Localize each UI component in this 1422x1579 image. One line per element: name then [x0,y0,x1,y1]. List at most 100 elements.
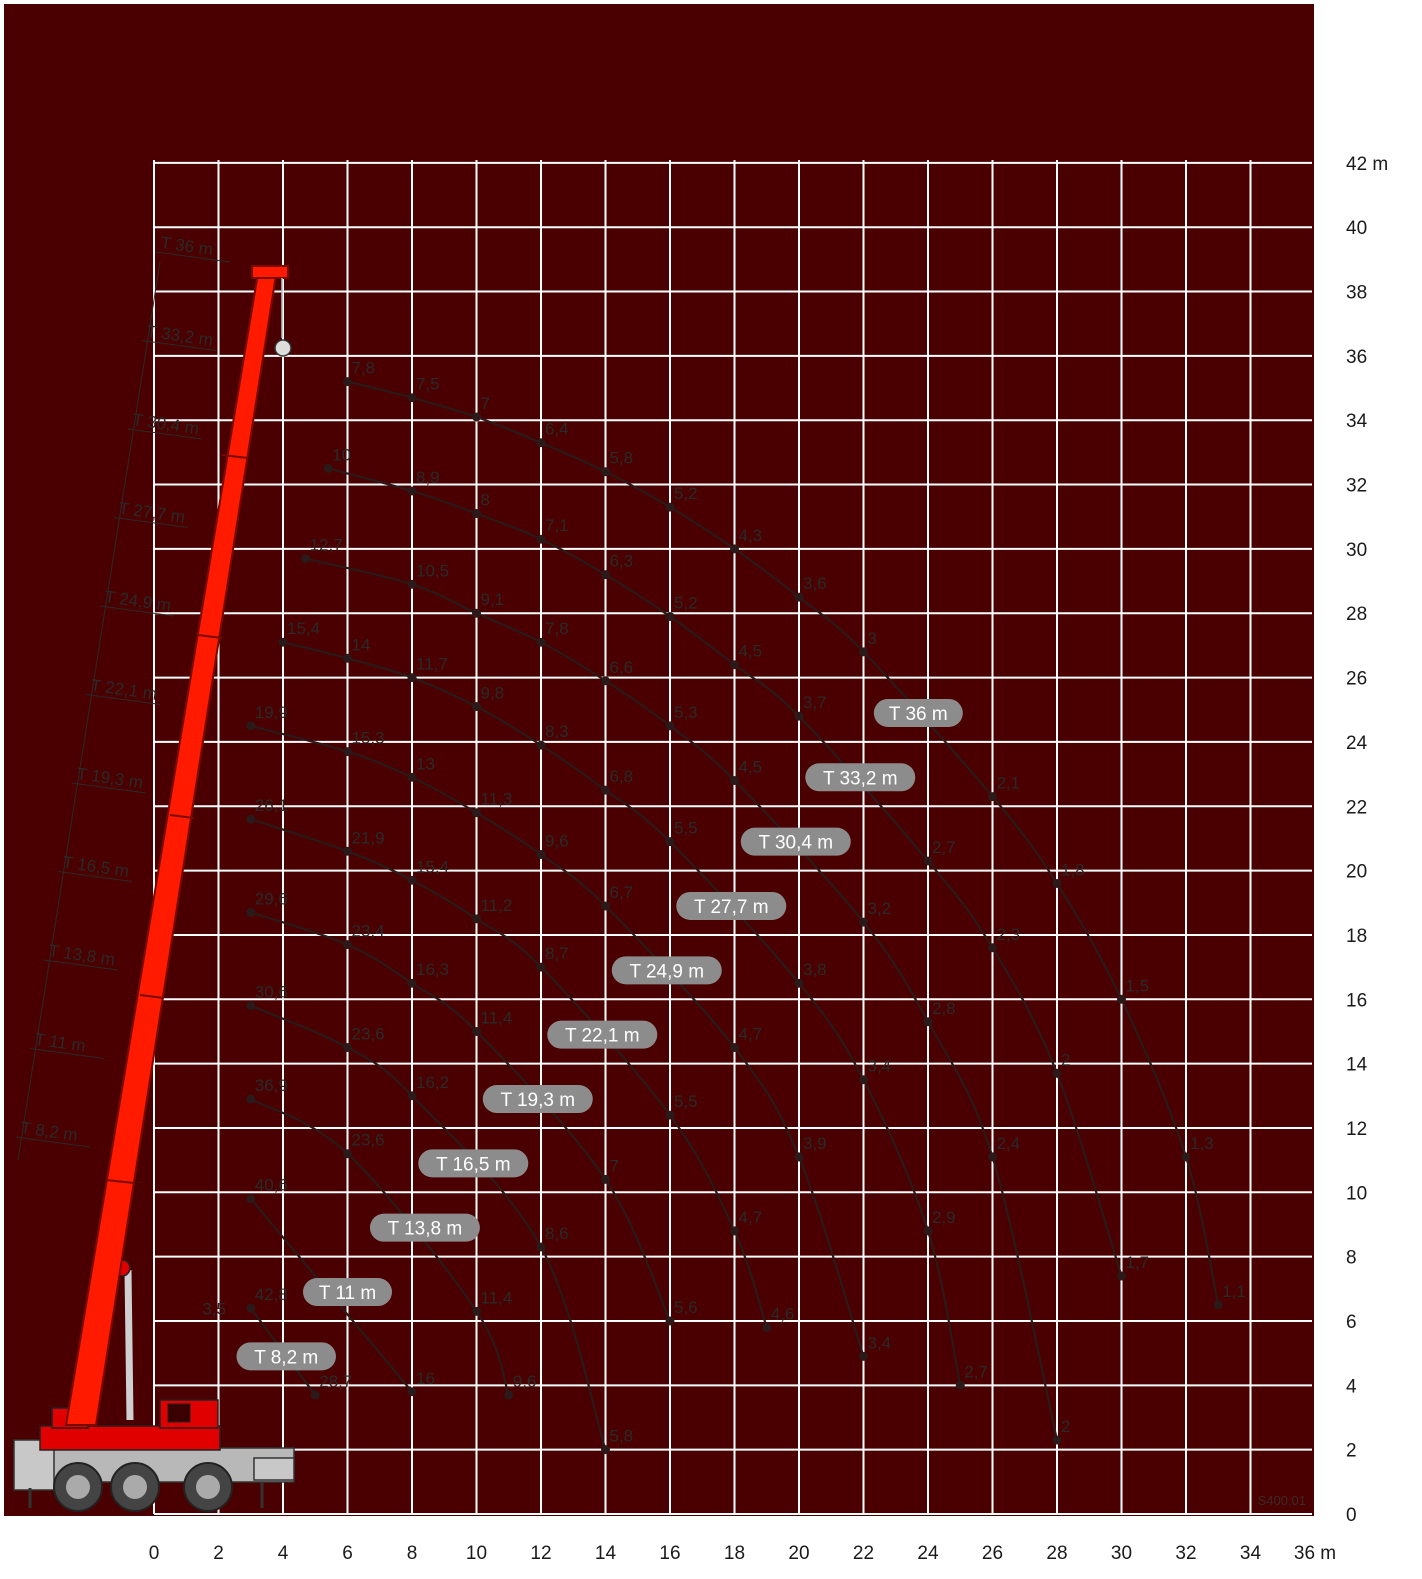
x-tick-label: 32 [1175,1543,1196,1564]
load-point [472,412,481,422]
x-tick-label: 6 [342,1543,353,1564]
series-label-text: T 16,5 m [436,1154,511,1175]
load-value-label: 3,2 [868,899,892,918]
load-value-label: 16,3 [416,960,449,979]
load-value-label: 2,9 [932,1208,956,1227]
load-value-label: 4,7 [739,1208,763,1227]
load-value-label: 15,4 [416,857,449,876]
load-value-label: 5,2 [674,593,698,612]
load-value-label: 9,8 [481,684,505,703]
y-tick-label: 18 [1346,926,1367,947]
load-value-label: 21,9 [352,828,385,847]
drawing-code: S400.01 [1258,1493,1306,1508]
load-point [407,978,417,988]
load-value-label: 3,4 [868,1333,892,1352]
load-value-label: 40,6 [255,1176,288,1195]
load-value-label: 3 [868,629,877,648]
series-label: T 13,8 m [369,1213,480,1242]
load-value-label: 9,1 [481,590,505,609]
load-point [536,637,546,647]
x-tick-label: 4 [278,1543,289,1564]
load-value-label: 16 [416,1369,435,1388]
load-point [665,1316,675,1326]
curve-line [250,911,672,1322]
x-tick-label: 26 [982,1543,1003,1564]
boom-head [251,265,289,279]
series-label-text: T 11 m [319,1283,376,1304]
load-value-label: 4,3 [739,526,763,545]
load-point [665,611,675,621]
load-point [246,907,256,917]
x-tick-label: 20 [788,1543,809,1564]
series-labels: T 36 mT 33,2 mT 30,4 mT 27,7 mT 24,9 mT … [236,698,963,1371]
x-tick-label: 30 [1111,1543,1132,1564]
load-value-label: 8,6 [545,1224,569,1243]
load-value-label: 7 [610,1156,619,1175]
series-label: T 8,2 m [236,1342,336,1371]
load-value-label: 4,5 [739,642,763,661]
chart-background [4,4,1314,1516]
load-point [407,1091,417,1101]
load-value-label: 2 [1061,1417,1070,1436]
load-point [407,673,417,683]
load-point [504,1390,514,1400]
load-value-label: 12,7 [310,536,343,555]
y-tick-label: 4 [1346,1376,1357,1397]
load-value-label: 6,7 [610,883,634,902]
load-value-label: 8,7 [545,944,569,963]
series-label-text: T 27,7 m [694,897,769,918]
load-value-label: 26,1 [255,796,288,815]
load-value-label: 4,7 [739,1025,763,1044]
series-label: T 30,4 m [740,827,851,856]
load-point [601,1174,610,1184]
load-value-label: 7,5 [416,375,440,394]
x-tick-label: 12 [530,1543,551,1564]
load-point [1117,1271,1126,1281]
load-value-label: 11,4 [481,1288,513,1307]
load-value-label: 23,4 [352,922,385,941]
load-value-label: 15,4 [287,619,320,638]
load-value-label: 11,7 [416,655,448,674]
series-label-text: T 30,4 m [758,833,833,854]
load-value-label: 8,9 [416,468,440,487]
load-point [730,544,739,554]
load-point [988,943,997,953]
y-tick-label: 2 [1346,1441,1357,1462]
x-tick-label: 2 [213,1543,224,1564]
series-label-text: T 36 m [889,704,948,725]
load-point [794,1152,804,1162]
load-value-label: 16,2 [416,1073,449,1092]
load-point [536,740,546,750]
load-point [1052,1435,1062,1445]
load-value-label: 5,5 [674,1092,698,1111]
load-point [601,570,610,580]
load-point [1117,994,1126,1004]
load-point [472,1306,481,1316]
load-curve: 108,987,16,35,24,53,72,72,321,7 [323,445,1149,1281]
y-tick-label: 38 [1346,283,1367,304]
load-point [730,1043,739,1053]
load-point [859,647,868,657]
load-point [730,660,739,670]
load-point [665,1110,675,1120]
load-point [246,1001,256,1011]
load-point [1181,1152,1191,1162]
x-tick-label: 16 [659,1543,680,1564]
load-point [988,1152,997,1162]
x-tick-label: 28 [1046,1543,1067,1564]
y-tick-label: 12 [1346,1119,1367,1140]
load-point [472,914,481,924]
x-tick-label: 8 [407,1543,418,1564]
load-value-label: 8 [481,491,490,510]
load-value-label: 19,9 [255,703,288,722]
load-point [601,901,610,911]
load-point [730,776,739,786]
load-value-label: 6,6 [610,658,634,677]
load-value-label: 11,2 [481,896,513,915]
curve-line [250,1004,607,1450]
load-point [301,554,311,564]
load-point [246,814,256,824]
boom-dimension-line [17,261,161,1161]
load-value-label: 2,8 [932,999,956,1018]
